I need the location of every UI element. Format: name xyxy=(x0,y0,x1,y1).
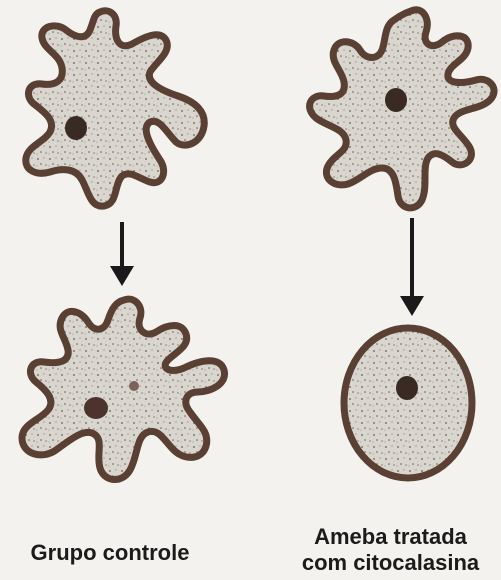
arrow-head xyxy=(110,266,134,286)
nucleus xyxy=(84,397,108,419)
nucleus xyxy=(65,116,87,140)
treated-amoeba-before xyxy=(310,10,494,208)
amoeba-body xyxy=(26,11,204,206)
caption-treated-line1: Ameba tratada xyxy=(280,524,501,550)
down-arrow-left xyxy=(110,222,134,286)
down-arrow-right xyxy=(400,218,424,316)
vacuole xyxy=(129,381,139,391)
caption-treated-line2: com citocalasina xyxy=(280,550,501,576)
treated-cell-rounded xyxy=(344,328,472,478)
caption-treated-amoeba: Ameba tratada com citocalasina xyxy=(280,524,501,576)
nucleus xyxy=(385,88,407,112)
amoeba-body xyxy=(22,299,225,479)
control-amoeba-after xyxy=(22,299,225,479)
caption-control-group: Grupo controle xyxy=(0,540,220,566)
rounded-cell-body xyxy=(344,328,472,478)
nucleus xyxy=(396,376,418,400)
control-amoeba-before xyxy=(26,11,204,206)
arrow-head xyxy=(400,296,424,316)
